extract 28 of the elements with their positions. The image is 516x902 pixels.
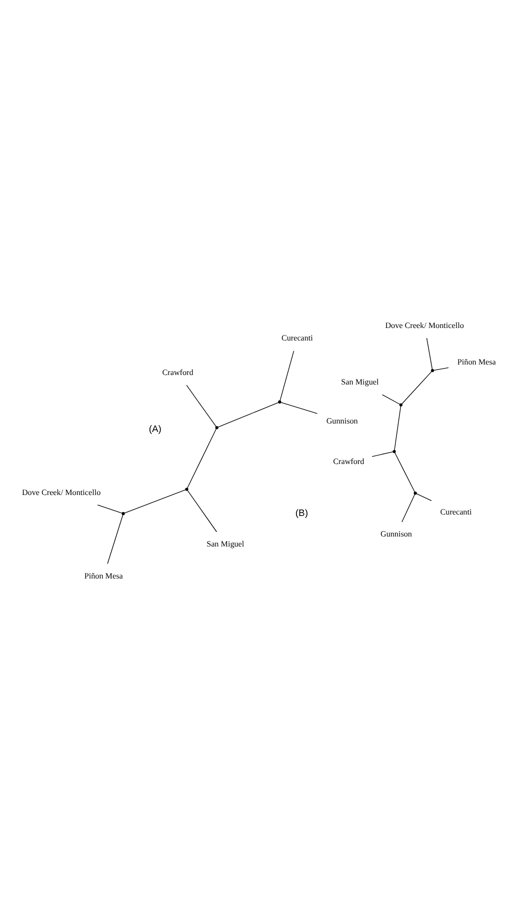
connector	[394, 406, 402, 451]
connector	[124, 489, 186, 514]
connector	[187, 490, 218, 532]
node-point	[215, 426, 218, 430]
label: (A)	[148, 424, 162, 436]
connector	[402, 494, 416, 522]
connector	[107, 514, 124, 564]
node-point	[392, 450, 396, 454]
node-point	[430, 369, 434, 372]
connector	[280, 402, 318, 414]
connector	[401, 371, 432, 404]
connector	[97, 504, 122, 514]
connector	[382, 394, 400, 405]
connector	[394, 452, 416, 492]
node-point	[278, 400, 282, 404]
connector	[426, 338, 433, 370]
connector	[280, 350, 294, 401]
label: (B)	[295, 508, 308, 519]
node-point	[185, 488, 188, 491]
connector	[218, 402, 279, 428]
connector	[187, 428, 217, 488]
node-point	[122, 512, 125, 516]
connector	[433, 367, 449, 371]
node-point	[399, 403, 402, 406]
connector	[186, 384, 216, 427]
connector	[416, 493, 432, 502]
connector	[372, 451, 394, 457]
node-point	[414, 492, 417, 495]
